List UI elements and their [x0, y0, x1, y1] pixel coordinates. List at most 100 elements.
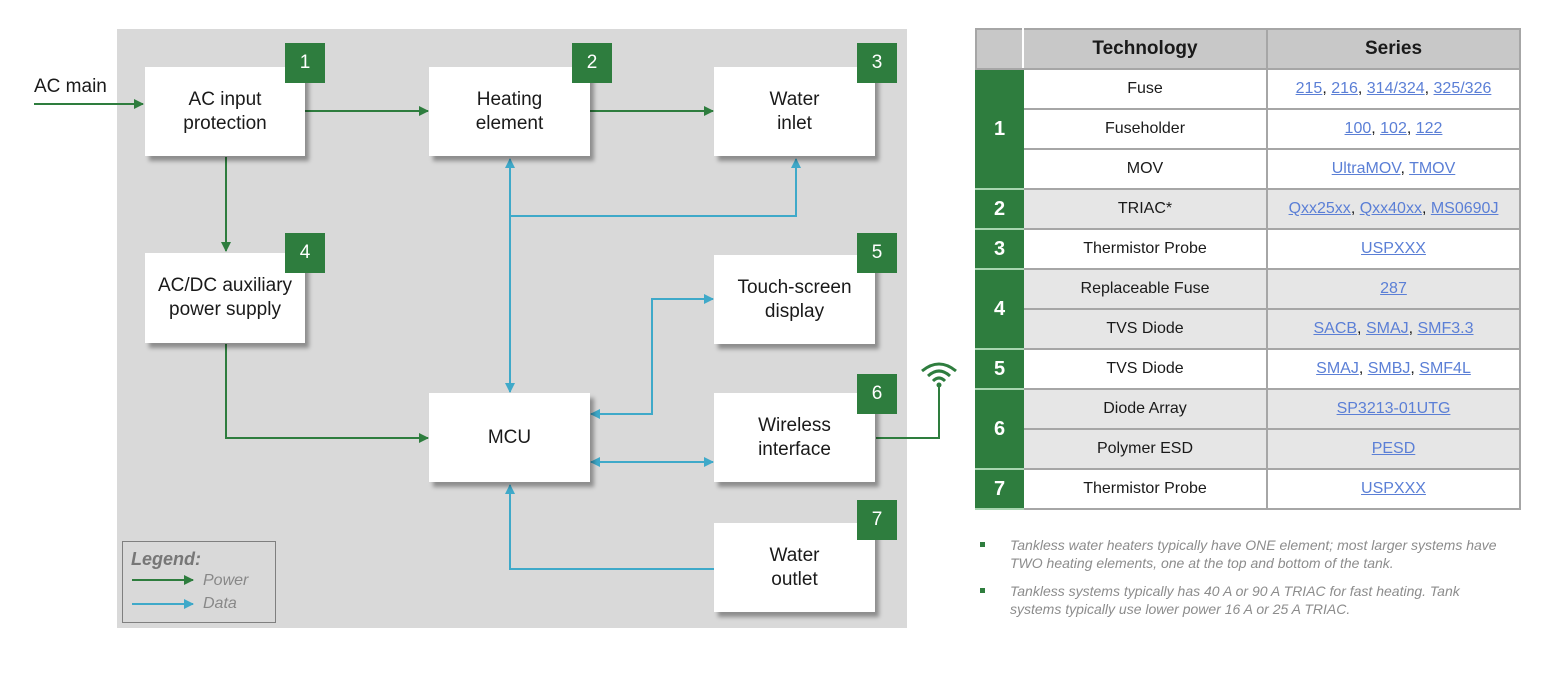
header-index — [975, 28, 1024, 70]
series-link[interactable]: TMOV — [1409, 160, 1456, 177]
series-cell: 215, 216, 314/324, 325/326 — [1266, 68, 1521, 110]
table-header-row: Technology Series — [975, 28, 1521, 70]
note-item: Tankless systems typically has 40 A or 9… — [980, 582, 1500, 618]
series-separator: , — [1400, 160, 1410, 177]
series-cell: SACB, SMAJ, SMF3.3 — [1266, 308, 1521, 350]
legend-title: Legend: — [131, 549, 201, 569]
block-acdc-power-supply: AC/DC auxiliary power supply — [145, 253, 305, 343]
note-item: Tankless water heaters typically have ON… — [980, 536, 1500, 572]
technology-cell: Fuse — [1022, 68, 1268, 110]
series-link[interactable]: 102 — [1380, 120, 1407, 137]
technology-cell: Diode Array — [1022, 388, 1268, 430]
header-technology: Technology — [1022, 28, 1268, 70]
series-link[interactable]: 122 — [1415, 120, 1443, 137]
series-link[interactable]: 215 — [1295, 80, 1323, 97]
technology-cell: Fuseholder — [1022, 108, 1268, 150]
technology-cell: TVS Diode — [1022, 348, 1268, 390]
block-label: Water outlet — [769, 544, 820, 590]
series-cell: PESD — [1266, 428, 1521, 470]
series-link[interactable]: MS0690J — [1430, 200, 1499, 217]
series-link[interactable]: Qxx40xx — [1359, 200, 1422, 217]
legend-item-data: Data — [203, 595, 237, 612]
block-label: AC/DC auxiliary power supply — [157, 275, 293, 320]
block-label: Heating element — [475, 88, 544, 134]
badge-7: 7 — [857, 500, 897, 540]
series-link[interactable]: 314/324 — [1366, 80, 1425, 97]
series-link[interactable]: 287 — [1380, 280, 1407, 297]
badge-6: 6 — [857, 374, 897, 414]
series-cell: 287 — [1266, 268, 1521, 310]
series-link[interactable]: Qxx25xx — [1288, 200, 1351, 217]
series-link[interactable]: SACB — [1313, 320, 1358, 337]
series-link[interactable]: SMF4L — [1419, 360, 1471, 377]
series-link[interactable]: 216 — [1331, 80, 1358, 97]
series-link[interactable]: USPXXX — [1361, 240, 1426, 257]
row-index-cell: 5 — [975, 348, 1024, 390]
technology-cell: Thermistor Probe — [1022, 228, 1268, 270]
series-link[interactable]: SP3213-01UTG — [1336, 400, 1451, 417]
block-ac-input-protection: AC input protection — [145, 67, 305, 156]
note-text: Tankless systems typically has 40 A or 9… — [1010, 583, 1460, 617]
row-index-cell: 1 — [975, 68, 1024, 190]
series-separator: , — [1350, 200, 1360, 217]
series-separator: , — [1322, 80, 1332, 97]
header-series: Series — [1266, 28, 1521, 70]
series-separator: , — [1408, 320, 1418, 337]
series-link[interactable]: PESD — [1371, 440, 1416, 457]
series-separator: , — [1406, 120, 1416, 137]
series-link[interactable]: 100 — [1344, 120, 1372, 137]
row-index-cell: 3 — [975, 228, 1024, 270]
series-link[interactable]: 325/326 — [1433, 80, 1492, 97]
block-water-outlet: Water outlet — [714, 523, 875, 612]
series-cell: SP3213-01UTG — [1266, 388, 1521, 430]
block-mcu: MCU — [429, 393, 590, 482]
series-link[interactable]: SMAJ — [1365, 320, 1409, 337]
series-separator: , — [1357, 320, 1366, 337]
series-separator: , — [1410, 360, 1420, 377]
ac-main-label: AC main — [34, 76, 107, 97]
series-separator: , — [1358, 360, 1368, 377]
wifi-icon — [921, 362, 957, 388]
notes: Tankless water heaters typically have ON… — [980, 536, 1500, 628]
badge-3: 3 — [857, 43, 897, 83]
technology-cell: Replaceable Fuse — [1022, 268, 1268, 310]
block-heating-element: Heating element — [429, 67, 590, 156]
series-link[interactable]: SMF3.3 — [1417, 320, 1474, 337]
legend-item-power: Power — [203, 572, 249, 589]
block-label: Touch-screen display — [737, 276, 852, 322]
series-link[interactable]: USPXXX — [1361, 480, 1426, 497]
block-wireless-interface: Wireless interface — [714, 393, 875, 482]
series-cell: 100, 102, 122 — [1266, 108, 1521, 150]
row-index-cell: 6 — [975, 388, 1024, 470]
series-link[interactable]: UltraMOV — [1331, 160, 1401, 177]
block-label: AC input protection — [183, 88, 267, 134]
badge-1: 1 — [285, 43, 325, 83]
block-water-inlet: Water inlet — [714, 67, 875, 156]
technology-cell: TRIAC* — [1022, 188, 1268, 230]
block-label: Wireless interface — [758, 414, 831, 460]
series-separator: , — [1357, 80, 1367, 97]
series-link[interactable]: SMBJ — [1367, 360, 1411, 377]
row-index-cell: 2 — [975, 188, 1024, 230]
badge-2: 2 — [572, 43, 612, 83]
block-label: Water inlet — [769, 88, 820, 134]
legend: Legend: Power Data — [122, 541, 276, 623]
series-link[interactable]: SMAJ — [1316, 360, 1359, 377]
badge-5: 5 — [857, 233, 897, 273]
row-index-cell: 4 — [975, 268, 1024, 350]
series-separator: , — [1421, 200, 1431, 217]
series-separator: , — [1424, 80, 1434, 97]
block-label: MCU — [487, 426, 532, 448]
